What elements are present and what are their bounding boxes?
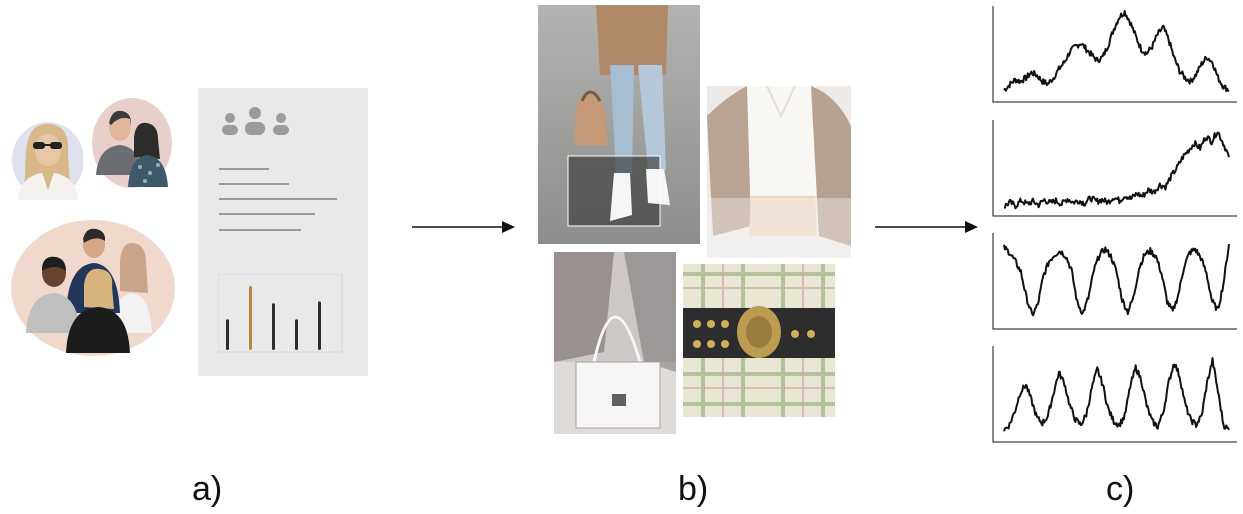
chart-series-line (1004, 131, 1230, 210)
document-text-line (219, 213, 315, 215)
chart-series-line (1003, 243, 1230, 317)
panel-b-label: b) (678, 470, 709, 508)
right-arrow-icon (412, 221, 515, 233)
document-bar (249, 286, 252, 350)
user-avatar-couple (92, 98, 172, 188)
time-series-chart (992, 6, 1237, 103)
fashion-photo-boots (538, 5, 700, 244)
document-text-line (219, 183, 289, 185)
document-bar-chart (218, 274, 343, 353)
fashion-photo-belt (683, 264, 835, 417)
right-arrow-icon (875, 221, 978, 233)
document-text-line (219, 229, 301, 231)
chart-series-line (1003, 357, 1230, 432)
document-icon (198, 88, 368, 376)
chart-axes (992, 120, 1237, 217)
document-bar (318, 301, 321, 350)
document-text-line (219, 198, 337, 200)
panel-a-label: a) (192, 470, 223, 508)
fashion-photo-handbag (554, 252, 676, 434)
fashion-photo-blazer (707, 86, 851, 258)
people-icon (222, 107, 289, 135)
chart-axes (992, 6, 1237, 103)
panel-c-label: c) (1106, 470, 1135, 508)
document-text-line (219, 168, 269, 170)
document-bar (272, 303, 275, 350)
time-series-chart (992, 120, 1237, 217)
chart-series-line (1003, 10, 1230, 93)
chart-axes (992, 346, 1237, 443)
time-series-chart (992, 233, 1237, 330)
people-group-icon (11, 220, 175, 356)
document-bar (226, 319, 229, 350)
chart-axes (992, 233, 1237, 330)
time-series-chart (992, 346, 1237, 443)
document-bar (295, 319, 298, 350)
user-avatar-sunglasses (12, 122, 83, 200)
